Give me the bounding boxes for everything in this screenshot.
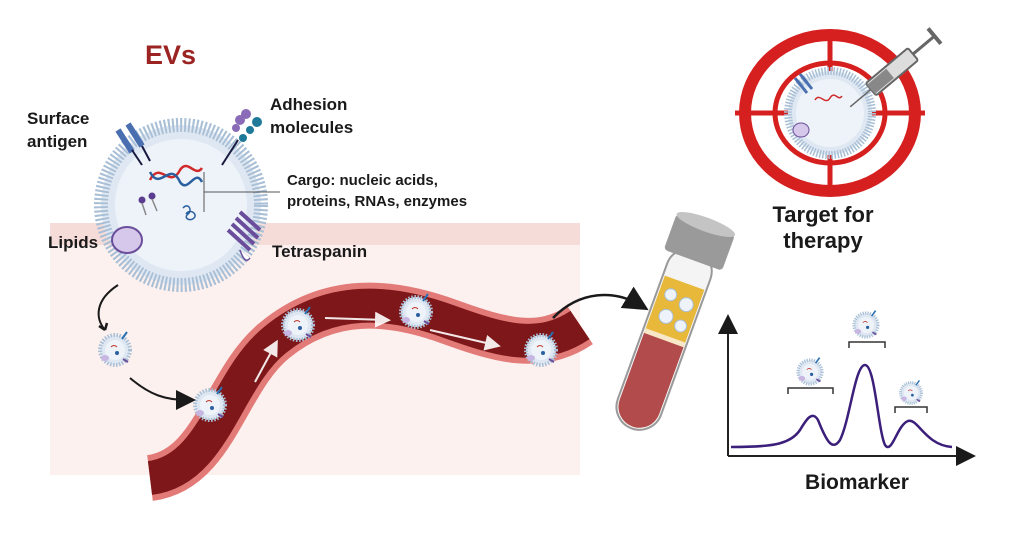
adhesion-label-2: molecules	[270, 118, 353, 137]
syringe-icon	[849, 27, 943, 108]
vesicle-icon	[852, 309, 880, 339]
biomarker-graph	[718, 309, 976, 466]
vesicle-icon	[899, 378, 923, 405]
ev-title: EVs	[145, 40, 196, 70]
peak-bracket	[848, 341, 886, 348]
biomarker-label: Biomarker	[805, 471, 909, 494]
adhesion-molecule-icon	[221, 109, 262, 166]
dna-icon	[148, 164, 204, 187]
tetraspanin-icon	[226, 210, 262, 261]
blood-tube-icon	[615, 212, 736, 431]
biomarker-curve	[730, 363, 953, 449]
surface-antigen-label: Surface	[27, 109, 89, 128]
extracellular-vesicle	[94, 109, 280, 292]
lipid-raft-icon	[111, 226, 143, 254]
surface-antigen-icon	[115, 122, 151, 166]
target-label-2: therapy	[783, 228, 863, 253]
vesicle-icon	[796, 356, 824, 386]
protein-icon	[182, 205, 196, 221]
flow-arrow	[552, 286, 649, 319]
cargo-label: Cargo: nucleic acids,	[287, 172, 438, 189]
cargo-label-2: proteins, RNAs, enzymes	[287, 193, 467, 210]
lipid-molecules-icon	[138, 192, 158, 216]
lipids-label: Lipids	[48, 233, 98, 252]
tetraspanin-label: Tetraspanin	[272, 242, 367, 261]
flow-arrow	[97, 284, 119, 331]
target-label: Target for	[772, 202, 873, 227]
peak-bracket	[787, 387, 834, 394]
tissue-background	[50, 245, 580, 475]
adhesion-label: Adhesion	[270, 95, 347, 114]
surface-antigen-label-2: antigen	[27, 132, 87, 151]
peak-bracket	[894, 406, 928, 413]
target-icon	[735, 29, 925, 197]
blood-vessel	[145, 282, 593, 501]
flow-arrow	[129, 377, 196, 410]
